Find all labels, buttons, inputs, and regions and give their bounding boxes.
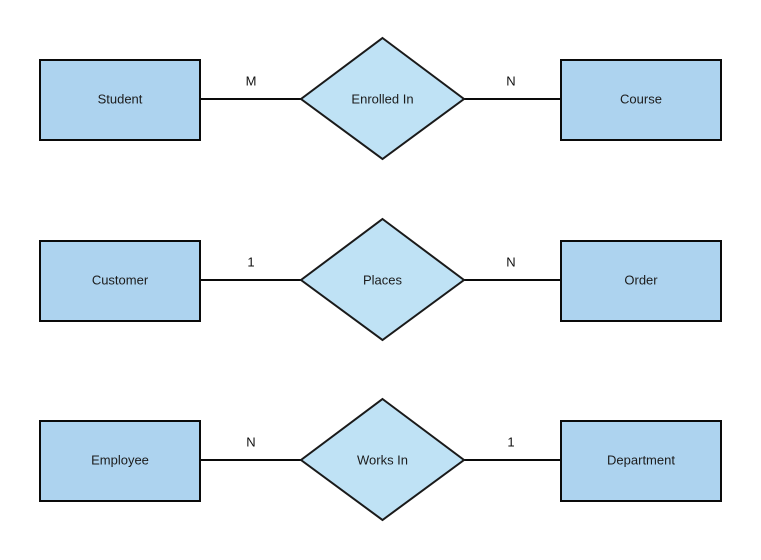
relationship-label-enrolled-in: Enrolled In [351,91,413,106]
entity-label-student: Student [98,91,143,106]
entity-label-employee: Employee [91,452,149,467]
entity-box-employee[interactable] [39,420,201,502]
cardinality-label-left-3: N [246,434,255,449]
cardinality-label-right-2: N [506,254,515,269]
entity-box-order[interactable] [560,240,722,322]
entity-label-course: Course [620,91,662,106]
relationship-diamond-works-in[interactable] [299,397,466,522]
er-row-customer-order: Customer Places Order 1 N [39,217,722,342]
relationship-diamond-places[interactable] [299,217,466,342]
entity-box-department[interactable] [560,420,722,502]
entity-box-customer[interactable] [39,240,201,322]
relationship-diamond-enrolled-in[interactable] [299,36,466,161]
cardinality-label-right-3: 1 [507,434,514,449]
er-row-employee-department: Employee Works In Department N 1 [39,397,722,522]
entity-label-department: Department [607,452,675,467]
entity-label-customer: Customer [92,272,149,287]
entity-box-course[interactable] [560,59,722,141]
er-row-student-course: Student Enrolled In Course M N [39,36,722,161]
entity-label-order: Order [624,272,658,287]
cardinality-label-left-1: M [246,73,257,88]
relationship-label-places: Places [363,272,403,287]
relationship-label-works-in: Works In [357,452,408,467]
entity-box-student[interactable] [39,59,201,141]
cardinality-label-right-1: N [506,73,515,88]
cardinality-label-left-2: 1 [247,254,254,269]
